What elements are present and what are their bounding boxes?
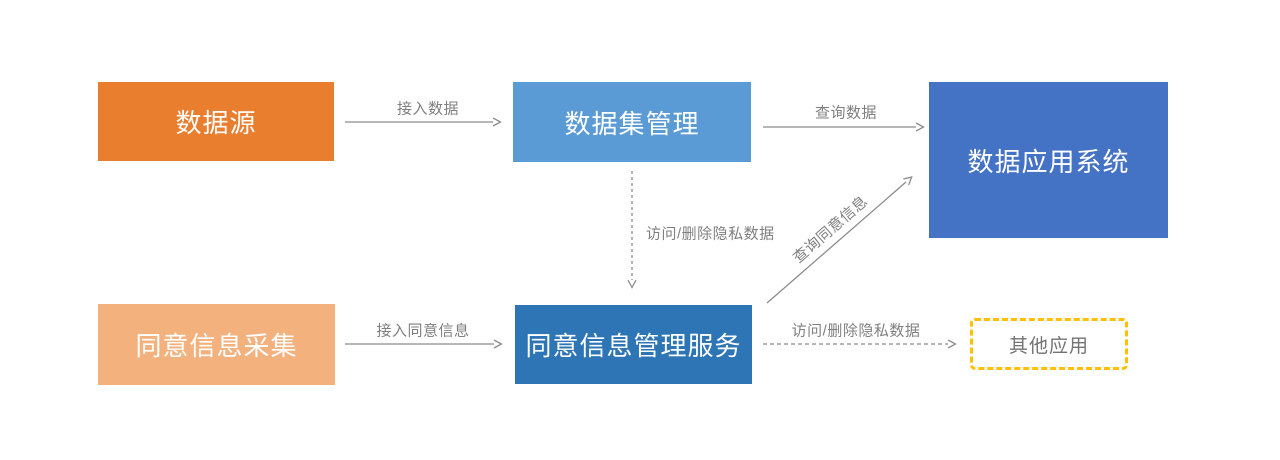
node-consent-info-collection-label: 同意信息采集 [135, 331, 298, 361]
edge-label-access-delete-private-mid: 访问/删除隐私数据 [646, 225, 775, 243]
edge-label-query-data: 查询数据 [814, 104, 878, 122]
node-consent-info-management-service: 同意信息管理服务 [515, 305, 752, 384]
node-dataset-management-label: 数据集管理 [564, 108, 700, 139]
node-data-source: 数据源 [98, 82, 334, 161]
node-data-source-label: 数据源 [175, 108, 257, 138]
node-dataset-management: 数据集管理 [513, 82, 751, 162]
edge-label-access-data: 接入数据 [396, 100, 460, 118]
edge-label-access-delete-private-right: 访问/删除隐私数据 [791, 322, 921, 340]
node-data-application-system-label: 数据应用系统 [967, 146, 1130, 177]
node-consent-info-collection: 同意信息采集 [98, 304, 335, 385]
edge-label-access-consent-info: 接入同意信息 [376, 322, 470, 340]
edge-query-consent-info-line [766, 176, 913, 304]
node-other-applications: 其他应用 [970, 318, 1128, 370]
node-data-application-system: 数据应用系统 [929, 82, 1168, 238]
node-other-applications-label: 其他应用 [1008, 335, 1089, 357]
node-consent-info-management-service-label: 同意信息管理服务 [525, 331, 742, 361]
